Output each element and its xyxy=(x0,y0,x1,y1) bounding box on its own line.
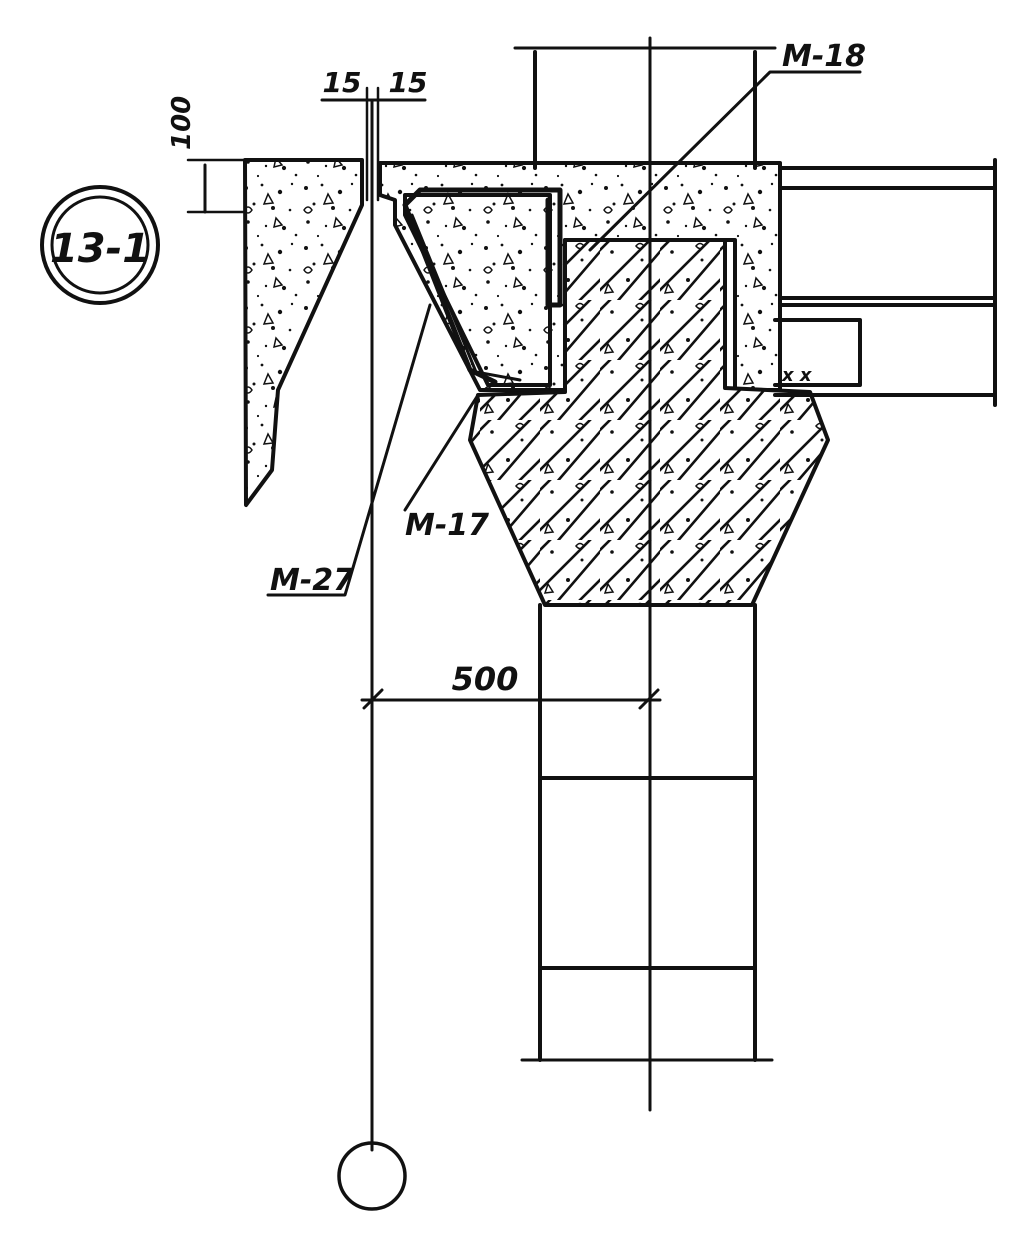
weld-marks: x x xyxy=(781,365,813,386)
left-concrete-wedge xyxy=(243,158,364,507)
dim-15-left-label: 15 xyxy=(323,66,362,99)
right-beam: x x xyxy=(773,158,997,407)
leader-m17: М-17 xyxy=(403,393,489,543)
steel-loop-inner xyxy=(410,213,522,382)
dimension-100: 100 xyxy=(167,96,247,214)
dim-500-label: 500 xyxy=(452,660,519,698)
dim-100-label: 100 xyxy=(167,96,197,150)
m27-label: М-27 xyxy=(270,563,354,598)
column-upper xyxy=(513,46,777,170)
leader-m27: М-27 xyxy=(266,303,432,598)
leader-m18: М-18 xyxy=(588,39,866,252)
steel-loop-m18 xyxy=(402,187,563,385)
axis-bubble xyxy=(337,1141,407,1211)
axis-lines xyxy=(337,36,652,1211)
dim-15-right-label: 15 xyxy=(389,66,428,99)
detail-marker: 13-1 xyxy=(40,185,160,305)
dimension-15-15: 15 15 xyxy=(320,66,428,102)
detail-mark-label: 13-1 xyxy=(50,226,150,272)
m18-label: М-18 xyxy=(782,39,866,74)
column-shaft xyxy=(520,603,774,1062)
m17-label: М-17 xyxy=(405,508,489,543)
dimension-500: 500 xyxy=(360,660,662,710)
